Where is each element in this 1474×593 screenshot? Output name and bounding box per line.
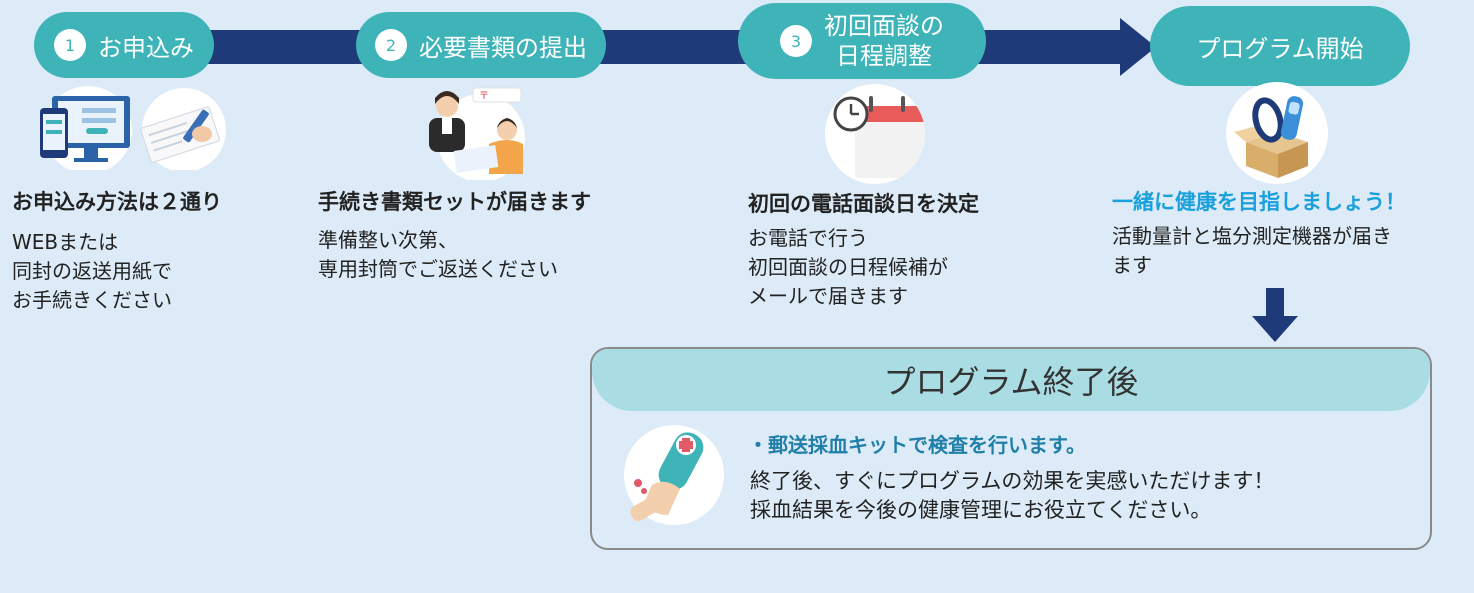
step-1-label: お申込み <box>98 33 194 62</box>
step-2-number: 2 <box>375 29 407 61</box>
computer-form-icon <box>32 86 232 170</box>
step-3-pill: 3 初回面談の 日程調整 <box>738 3 986 79</box>
office-meeting-icon: 〒 <box>415 84 527 180</box>
after-program-box: プログラム終了後 ・郵送採血キットで検査を行います。 終了後、すぐにプログラムの… <box>590 347 1432 550</box>
step-1-description-line-3: お手続きください <box>12 288 172 312</box>
down-arrow-icon <box>1250 288 1300 344</box>
step-4-heading: 一緒に健康を目指しましょう！ <box>1112 190 1406 214</box>
step-4-description-line-1: 活動量計と塩分測定機器が届き <box>1112 224 1392 248</box>
step-1-pill: 1 お申込み <box>34 12 214 78</box>
step-3-description-line-3: メールで届きます <box>748 284 908 308</box>
devices-box-icon <box>1226 82 1328 184</box>
step-3-number: 3 <box>780 25 812 57</box>
step-1-number: 1 <box>54 29 86 61</box>
after-program-heading: ・郵送採血キットで検査を行います。 <box>748 433 1086 457</box>
after-program-description: 終了後、すぐにプログラムの効果を実感いただけます！ 採血結果を今後の健康管理にお… <box>750 467 1274 525</box>
step-3-label: 初回面談の 日程調整 <box>824 11 944 71</box>
step-2-description-line-1: 準備整い次第、 <box>318 228 458 252</box>
flow-arrow-1 <box>200 30 370 64</box>
svg-text:〒: 〒 <box>479 91 489 102</box>
step-3-heading: 初回の電話面談日を決定 <box>748 192 979 216</box>
step-2-label: 必要書類の提出 <box>419 33 587 62</box>
step-1-heading: お申込み方法は２通り <box>12 190 222 214</box>
step-1-description: WEBまたは 同封の返送用紙で お手続きください <box>12 228 172 315</box>
after-program-title: プログラム終了後 <box>592 349 1430 411</box>
step-2-description-line-2: 専用封筒でご返送ください <box>318 257 558 281</box>
step-2-heading: 手続き書類セットが届きます <box>318 190 591 214</box>
flow-arrow-2 <box>598 30 758 64</box>
flow-arrow-3 <box>978 30 1123 64</box>
after-program-description-line-1: 終了後、すぐにプログラムの効果を実感いただけます！ <box>750 469 1275 493</box>
step-4-description: 活動量計と塩分測定機器が届き ます <box>1112 222 1392 280</box>
calendar-clock-icon <box>825 84 925 184</box>
step-1-description-line-1: WEBまたは <box>12 230 119 254</box>
step-4-pill: プログラム開始 <box>1150 6 1410 86</box>
step-3-label-line-2: 日程調整 <box>836 42 932 70</box>
step-3-description-line-2: 初回面談の日程候補が <box>748 255 948 279</box>
step-1-description-line-2: 同封の返送用紙で <box>12 259 172 283</box>
after-program-description-line-2: 採血結果を今後の健康管理にお役立てください。 <box>750 498 1212 522</box>
step-4-description-line-2: ます <box>1112 253 1152 277</box>
blood-kit-icon <box>622 423 726 527</box>
step-3-description: お電話で行う 初回面談の日程候補が メールで届きます <box>748 224 948 311</box>
step-3-description-line-1: お電話で行う <box>748 226 868 250</box>
step-3-label-line-1: 初回面談の <box>824 12 944 40</box>
step-2-pill: 2 必要書類の提出 <box>356 12 606 78</box>
step-4-label: プログラム開始 <box>1196 34 1364 63</box>
step-2-description: 準備整い次第、 専用封筒でご返送ください <box>318 226 558 284</box>
